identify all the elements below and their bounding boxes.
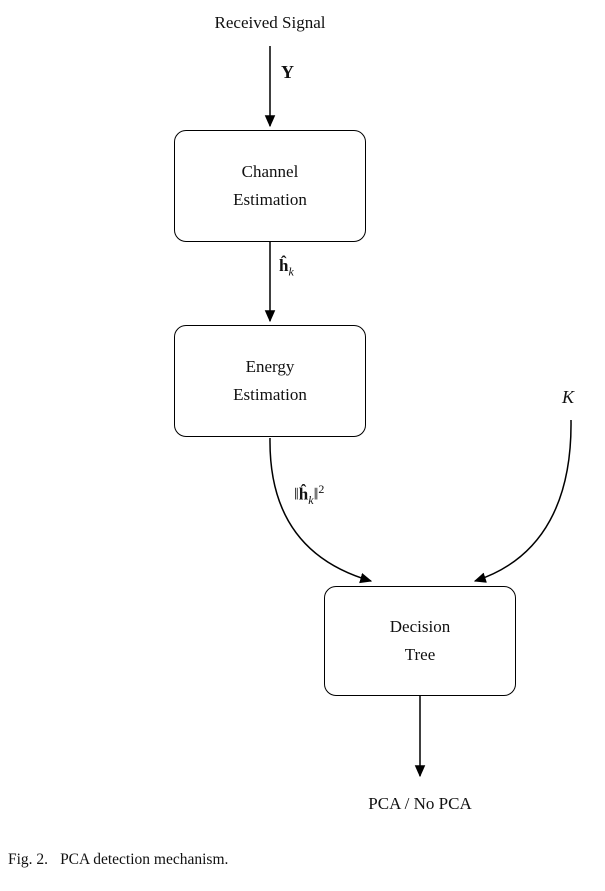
node-energy-estimation: Energy Estimation	[174, 325, 366, 437]
norm-close-symbol: ‖	[313, 484, 319, 504]
edge-label-y: Y	[281, 62, 294, 82]
figure-caption-text: PCA detection mechanism.	[60, 851, 229, 868]
edge-label-energy-norm: ‖ĥk‖2	[294, 482, 324, 508]
norm-h-hat-symbol: ĥ	[298, 484, 309, 504]
received-signal-label: Received Signal	[214, 13, 326, 32]
output-label-pca: PCA / No PCA	[368, 794, 472, 813]
node-channel-line1: Channel	[241, 161, 299, 181]
arrow-k-to-decision	[473, 419, 572, 583]
node-energy-line2: Estimation	[233, 385, 307, 404]
node-channel-estimation: Channel Estimation	[174, 130, 366, 242]
h-hat-subscript: k	[288, 264, 294, 279]
edge-label-k: K	[562, 387, 575, 407]
node-energy-line1: Energy	[245, 356, 295, 376]
node-decision-line1: Decision	[389, 616, 451, 636]
norm-subscript: k	[308, 493, 314, 508]
norm-open-symbol: ‖	[294, 484, 299, 504]
h-hat-symbol: ĥ	[279, 256, 289, 275]
node-decision-line2: Tree	[404, 645, 436, 664]
figure-caption: Fig. 2. PCA detection mechanism.	[8, 851, 228, 869]
figure-caption-number: Fig. 2.	[8, 851, 49, 868]
norm-superscript: 2	[318, 482, 325, 496]
node-decision-tree: Decision Tree	[324, 586, 516, 696]
node-channel-line2: Estimation	[233, 190, 307, 209]
arrow-energy-to-decision	[269, 437, 373, 584]
edge-label-h-hat-k: ĥk	[279, 256, 294, 279]
